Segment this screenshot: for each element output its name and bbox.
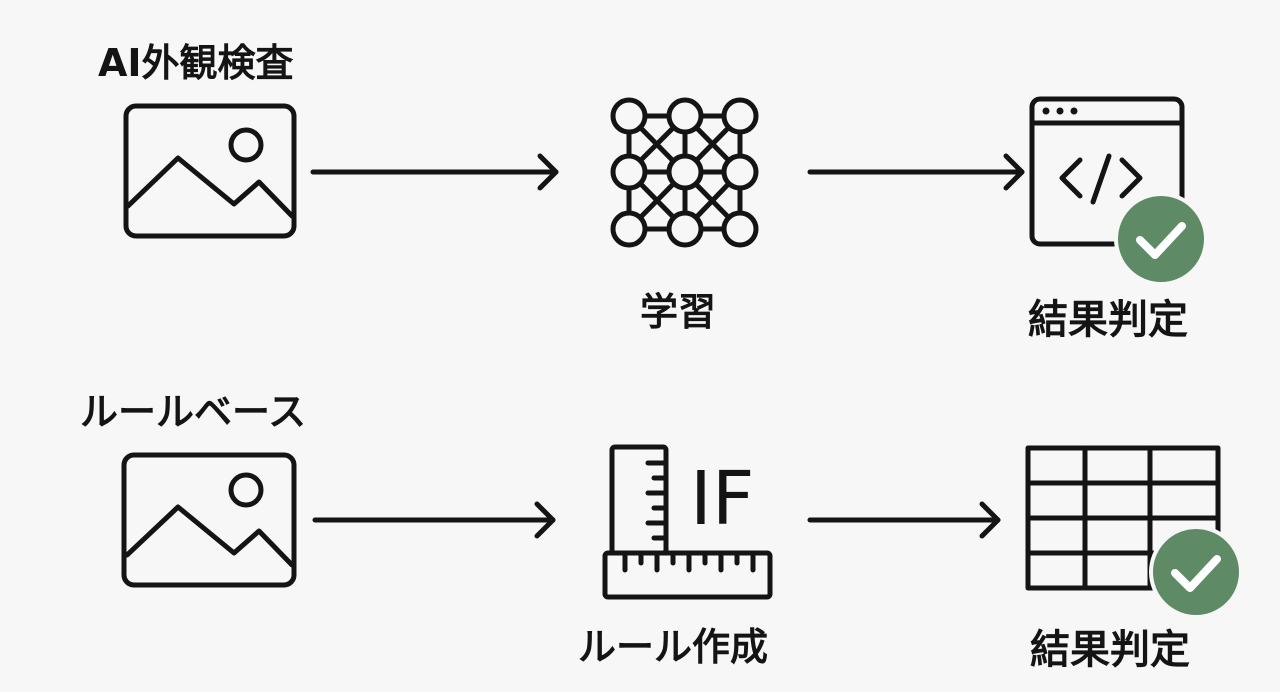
rule-result-label: 結果判定 [1030,627,1190,673]
image-icon [121,452,297,588]
neural-network-icon [610,97,759,248]
rule-creation-label: ルール作成 [578,625,769,669]
arrow-right-icon [807,153,1025,191]
checkmark-badge-icon [1114,192,1208,286]
ruler-icon [602,444,773,600]
arrow-right-icon [310,153,559,191]
if-condition-text: IF [690,456,755,542]
ai-result-label: 結果判定 [1028,297,1188,343]
checkmark-badge-icon [1149,525,1243,619]
learning-label: 学習 [640,290,717,334]
arrow-right-icon [312,501,556,539]
image-icon [123,103,297,239]
code-window-icon [1029,96,1185,247]
arrow-right-icon [807,501,1001,539]
ai-inspection-title: AI外観検査 [98,41,294,85]
rule-based-title: ルールベース [80,390,307,434]
